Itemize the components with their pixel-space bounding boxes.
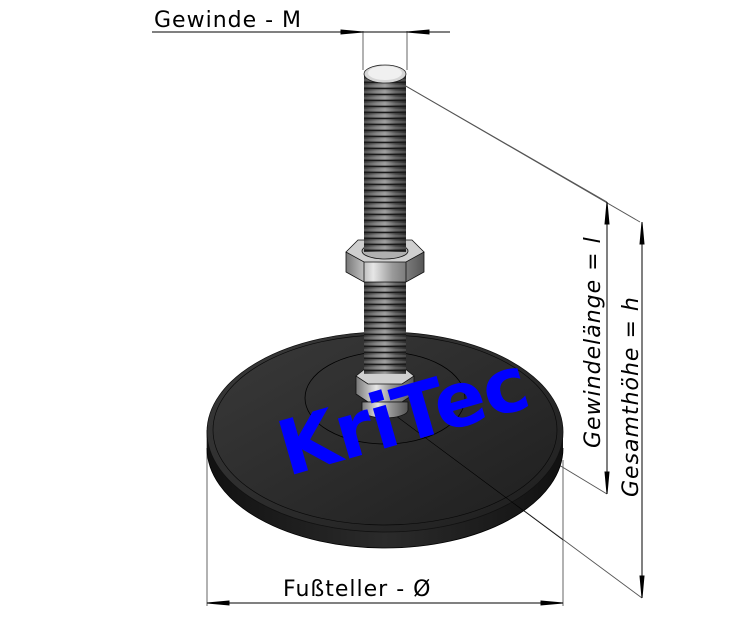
dimension-total-height	[639, 221, 645, 599]
lower-hex-nut	[355, 360, 415, 419]
rubber-base	[206, 331, 564, 549]
label-base-diameter: Fußteller - Ø	[283, 577, 432, 602]
label-total-height: Gesamthöhe = h	[619, 296, 644, 497]
dimension-thread-m	[152, 29, 450, 35]
threaded-stud	[363, 64, 407, 394]
dimension-base-diameter	[206, 600, 564, 606]
upper-hex-nut	[345, 230, 425, 283]
label-thread-m: Gewinde - M	[154, 8, 303, 33]
dimension-thread-length	[604, 201, 610, 495]
label-thread-length: Gewindelänge = l	[581, 236, 606, 448]
